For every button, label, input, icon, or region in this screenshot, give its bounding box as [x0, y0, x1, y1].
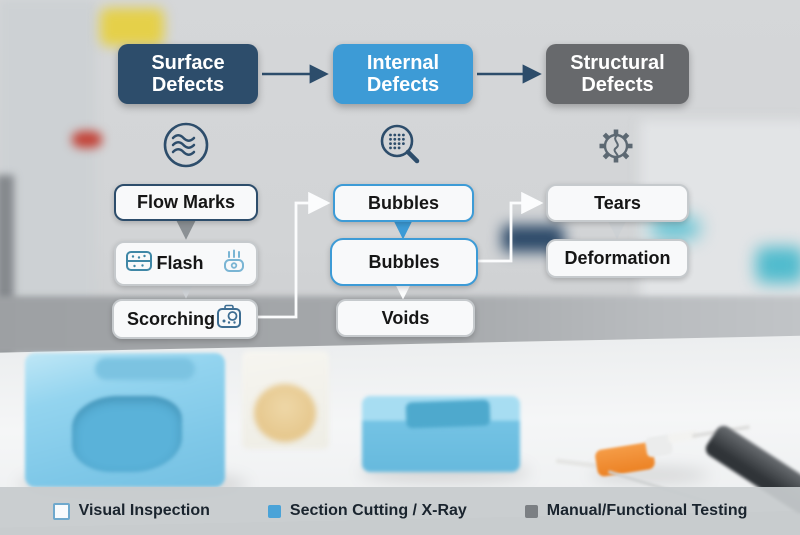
legend-bar: Visual Inspection Section Cutting / X-Ra… [0, 487, 800, 535]
node-label: Scorching [127, 308, 216, 329]
node-scorching: Scorching [112, 299, 258, 339]
inspection-camera-icon [215, 303, 243, 335]
blurred-teal-object [650, 217, 700, 239]
background-wall-panel [0, 0, 95, 340]
node-label: Deformation [564, 248, 671, 268]
visual-inspection-swatch [52, 502, 70, 520]
manual-testing-swatch [524, 504, 538, 518]
legend-label: Section Cutting / X-Ray [289, 502, 467, 519]
node-voids: Voids [336, 299, 475, 337]
cast-block-circle [254, 384, 316, 442]
blurred-teal-object [756, 247, 800, 283]
legend-label: Manual/Functional Testing [546, 502, 748, 519]
section-cutting-swatch [267, 504, 281, 518]
blurred-red-object [72, 131, 102, 148]
node-label: Tears [594, 192, 641, 213]
mold-particles-icon [125, 248, 153, 279]
waves-icon [160, 119, 212, 176]
header-structural-defects: Structural Defects [546, 44, 689, 104]
legend-item-section-cutting: Section Cutting / X-Ray [267, 502, 467, 520]
mold-top-cavity [95, 358, 195, 380]
node-label: Flow Marks [136, 192, 236, 212]
cracked-gear-icon [590, 120, 642, 177]
node-label: Flash [156, 253, 204, 273]
node-bubbles-top: Bubbles [333, 184, 474, 222]
header-internal-defects: Internal Defects [333, 44, 473, 104]
legend-item-visual-inspection: Visual Inspection [52, 502, 210, 520]
node-tears: Tears [546, 184, 689, 222]
header-surface-defects: Surface Defects [118, 44, 258, 104]
node-deformation: Deformation [546, 239, 689, 278]
node-bubbles-mid: Bubbles [330, 238, 478, 286]
blurred-yellow-object [100, 8, 164, 46]
legend-item-manual-testing: Manual/Functional Testing [524, 502, 748, 520]
header-label: Structural Defects [570, 51, 665, 96]
node-label: Voids [381, 307, 430, 328]
node-label: Bubbles [368, 251, 440, 272]
node-flow-marks: Flow Marks [114, 184, 258, 221]
mold-front-cavity [72, 396, 182, 472]
node-label: Bubbles [367, 192, 439, 213]
header-label: Surface Defects [151, 51, 225, 96]
magnifier-grid-icon [372, 118, 428, 179]
mold-cavity [405, 399, 491, 429]
node-flash: Flash [114, 241, 258, 286]
header-label: Internal Defects [366, 51, 440, 96]
heat-icon [221, 248, 247, 279]
legend-label: Visual Inspection [78, 502, 210, 519]
